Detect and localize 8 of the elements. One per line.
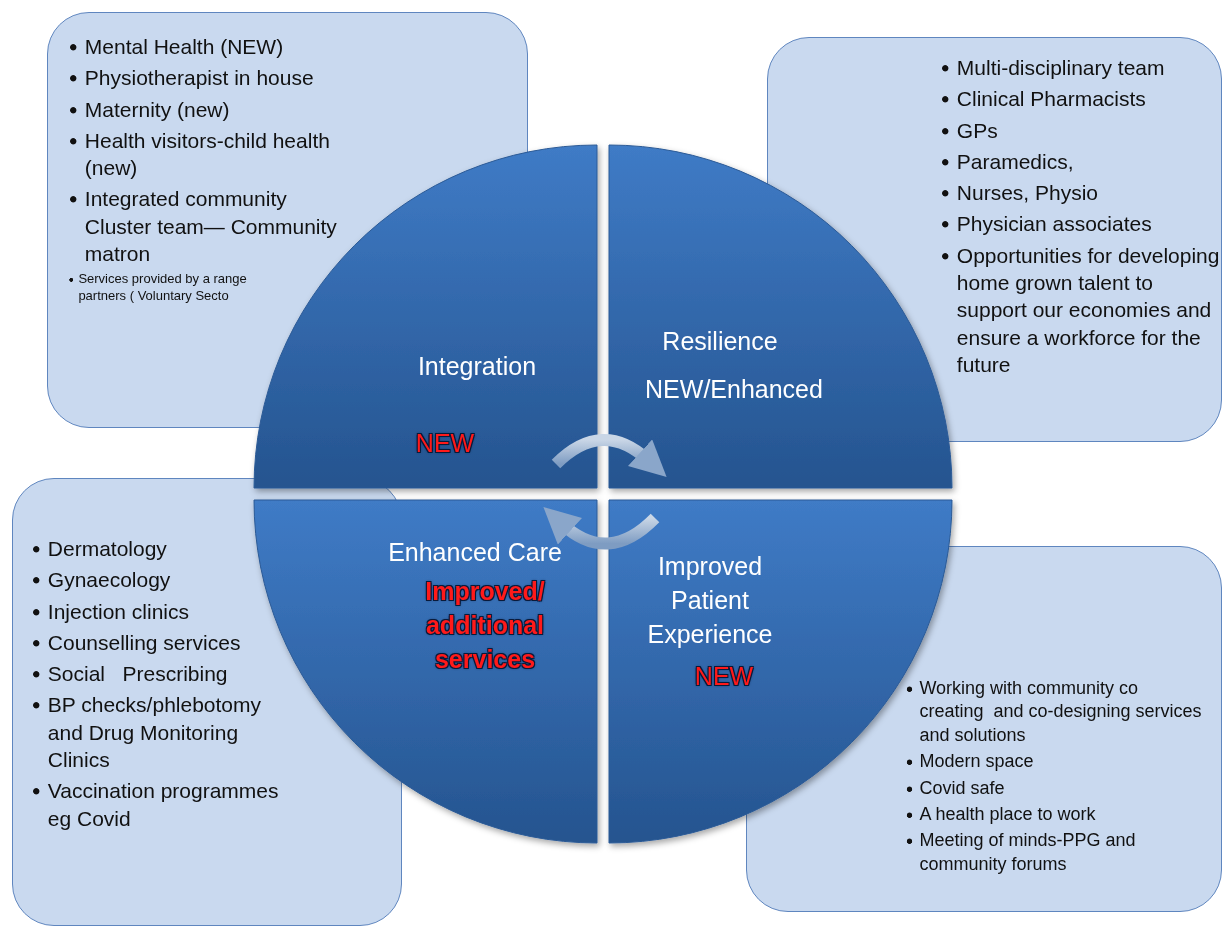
- segment-label: NEW: [414, 428, 476, 459]
- segment-label: Improved/ additional services: [424, 576, 546, 675]
- segment-label: Resilience: [661, 326, 779, 357]
- segment-label: Integration: [416, 351, 538, 382]
- segment-label: Enhanced Care: [387, 537, 563, 568]
- segment-label: NEW/Enhanced: [644, 374, 824, 405]
- segment-label: NEW: [693, 661, 755, 692]
- segment-label: Improved Patient Experience: [646, 551, 774, 650]
